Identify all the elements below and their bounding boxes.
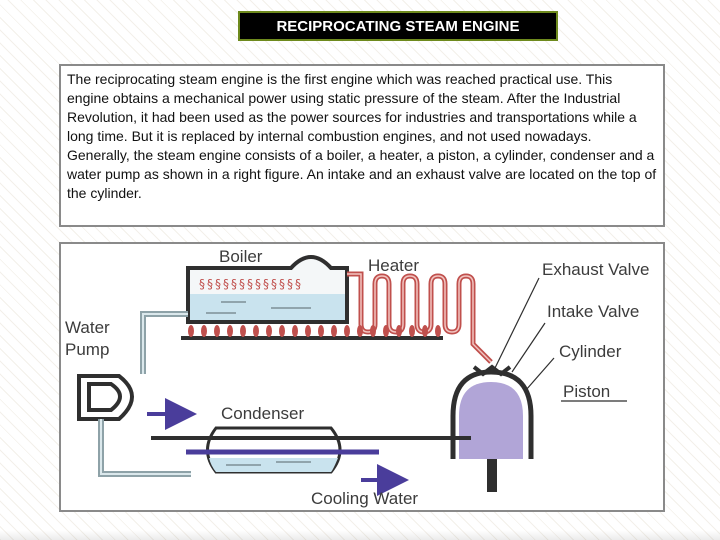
- boiler: §§§§§§§§§§§§§: [186, 255, 349, 324]
- description-paragraph-1: The reciprocating steam engine is the fi…: [67, 71, 637, 144]
- leader-lines: [494, 277, 627, 402]
- bottom-shadow: [0, 530, 720, 540]
- page-title: RECIPROCATING STEAM ENGINE: [238, 11, 558, 41]
- label-piston: Piston: [563, 382, 610, 401]
- boiler-water: [190, 294, 345, 320]
- label-heater: Heater: [368, 256, 419, 275]
- label-condenser: Condenser: [221, 404, 305, 423]
- label-cylinder: Cylinder: [559, 342, 622, 361]
- condenser: [151, 426, 471, 474]
- svg-text:§§§§§§§§§§§§§: §§§§§§§§§§§§§: [199, 277, 303, 291]
- steam-engine-diagram: §§§§§§§§§§§§§: [59, 242, 665, 512]
- heater-coil: [347, 271, 493, 364]
- feed-pipe: [140, 311, 188, 374]
- return-pipe: [98, 419, 191, 477]
- label-boiler: Boiler: [219, 247, 263, 266]
- label-pump: Pump: [65, 340, 109, 359]
- valves: [472, 364, 512, 377]
- cylinder: [450, 364, 534, 492]
- piston-rod: [487, 459, 497, 492]
- label-cooling-water: Cooling Water: [311, 489, 418, 508]
- description-box: The reciprocating steam engine is the fi…: [59, 64, 665, 227]
- label-water: Water: [65, 318, 110, 337]
- piston: [459, 382, 523, 459]
- label-intake-valve: Intake Valve: [547, 302, 639, 321]
- description-paragraph-2: Generally, the steam engine consists of …: [67, 147, 657, 201]
- water-pump: [77, 374, 134, 421]
- diagram-svg: §§§§§§§§§§§§§: [65, 247, 649, 508]
- burner-flames: [181, 325, 443, 340]
- label-exhaust-valve: Exhaust Valve: [542, 260, 649, 279]
